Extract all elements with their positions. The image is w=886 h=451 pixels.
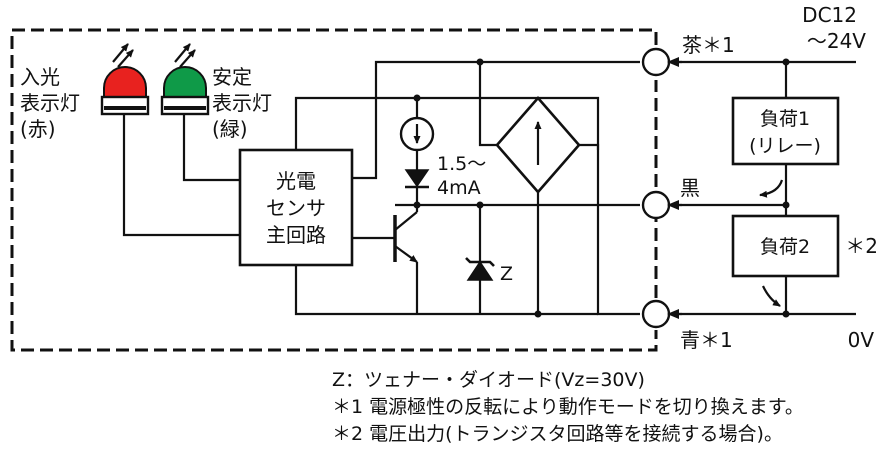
- stable-indicator-label: 表示灯: [212, 91, 272, 115]
- stable-indicator-label: (緑): [212, 117, 248, 141]
- transistor-icon: [352, 205, 419, 314]
- current-arc-icon: [759, 179, 784, 198]
- current-source-label: 1.5～: [437, 153, 486, 175]
- light-indicator-label: (赤): [20, 117, 56, 141]
- blue-terminal-label: 青＊1: [680, 328, 733, 352]
- zero-volt-label: 0V: [848, 328, 875, 352]
- load1-label: 負荷1: [760, 108, 810, 130]
- zener-label: Z: [500, 263, 513, 285]
- brown-terminal: [641, 47, 671, 77]
- supply-voltage-range: ～24V: [807, 29, 866, 53]
- black-terminal-label: 黒: [680, 176, 700, 200]
- emission-arrow-icon: [117, 49, 134, 68]
- red-lamp-dome: [103, 66, 147, 98]
- emission-arrow-icon: [112, 43, 129, 63]
- stable-indicator-label: 安定: [212, 65, 252, 89]
- black-terminal: [641, 190, 671, 220]
- load2-box: [731, 214, 840, 278]
- light-indicator-label: 表示灯: [20, 91, 80, 115]
- diode-icon: [404, 169, 430, 188]
- polarity-note: ＊1 電源極性の反転により動作モードを切り換えます。: [332, 396, 804, 418]
- main-circuit-label: 光電: [276, 169, 316, 193]
- sensor-enclosure: [10, 28, 658, 352]
- main-circuit-label: 主回路: [266, 223, 326, 247]
- current-arc-icon: [762, 285, 781, 307]
- main-circuit-label: センサ: [266, 196, 326, 220]
- load1-box: [731, 96, 840, 166]
- emission-arrow-icon: [174, 43, 191, 63]
- blue-terminal: [641, 299, 671, 329]
- emission-arrow-icon: [179, 49, 196, 68]
- brown-terminal-label: 茶＊1: [682, 33, 735, 57]
- light-indicator-label: 入光: [20, 65, 60, 89]
- load1-sublabel: (リレー): [749, 135, 821, 157]
- load2-label: 負荷2: [760, 236, 810, 258]
- load2-mark: ＊2: [845, 234, 878, 258]
- supply-voltage: DC12: [802, 3, 857, 27]
- voltage-output-note: ＊2 電圧出力(トランジスタ回路等を接続する場合)。: [332, 423, 783, 445]
- current-source-label: 4mA: [437, 177, 481, 199]
- stable-indicator-lamp: [160, 43, 210, 116]
- zener-note: Z：ツェナー・ダイオード(Vz=30V): [332, 369, 645, 391]
- green-lamp-dome: [163, 66, 207, 98]
- zener-diode-icon: [466, 260, 494, 281]
- light-indicator-lamp: [100, 43, 150, 116]
